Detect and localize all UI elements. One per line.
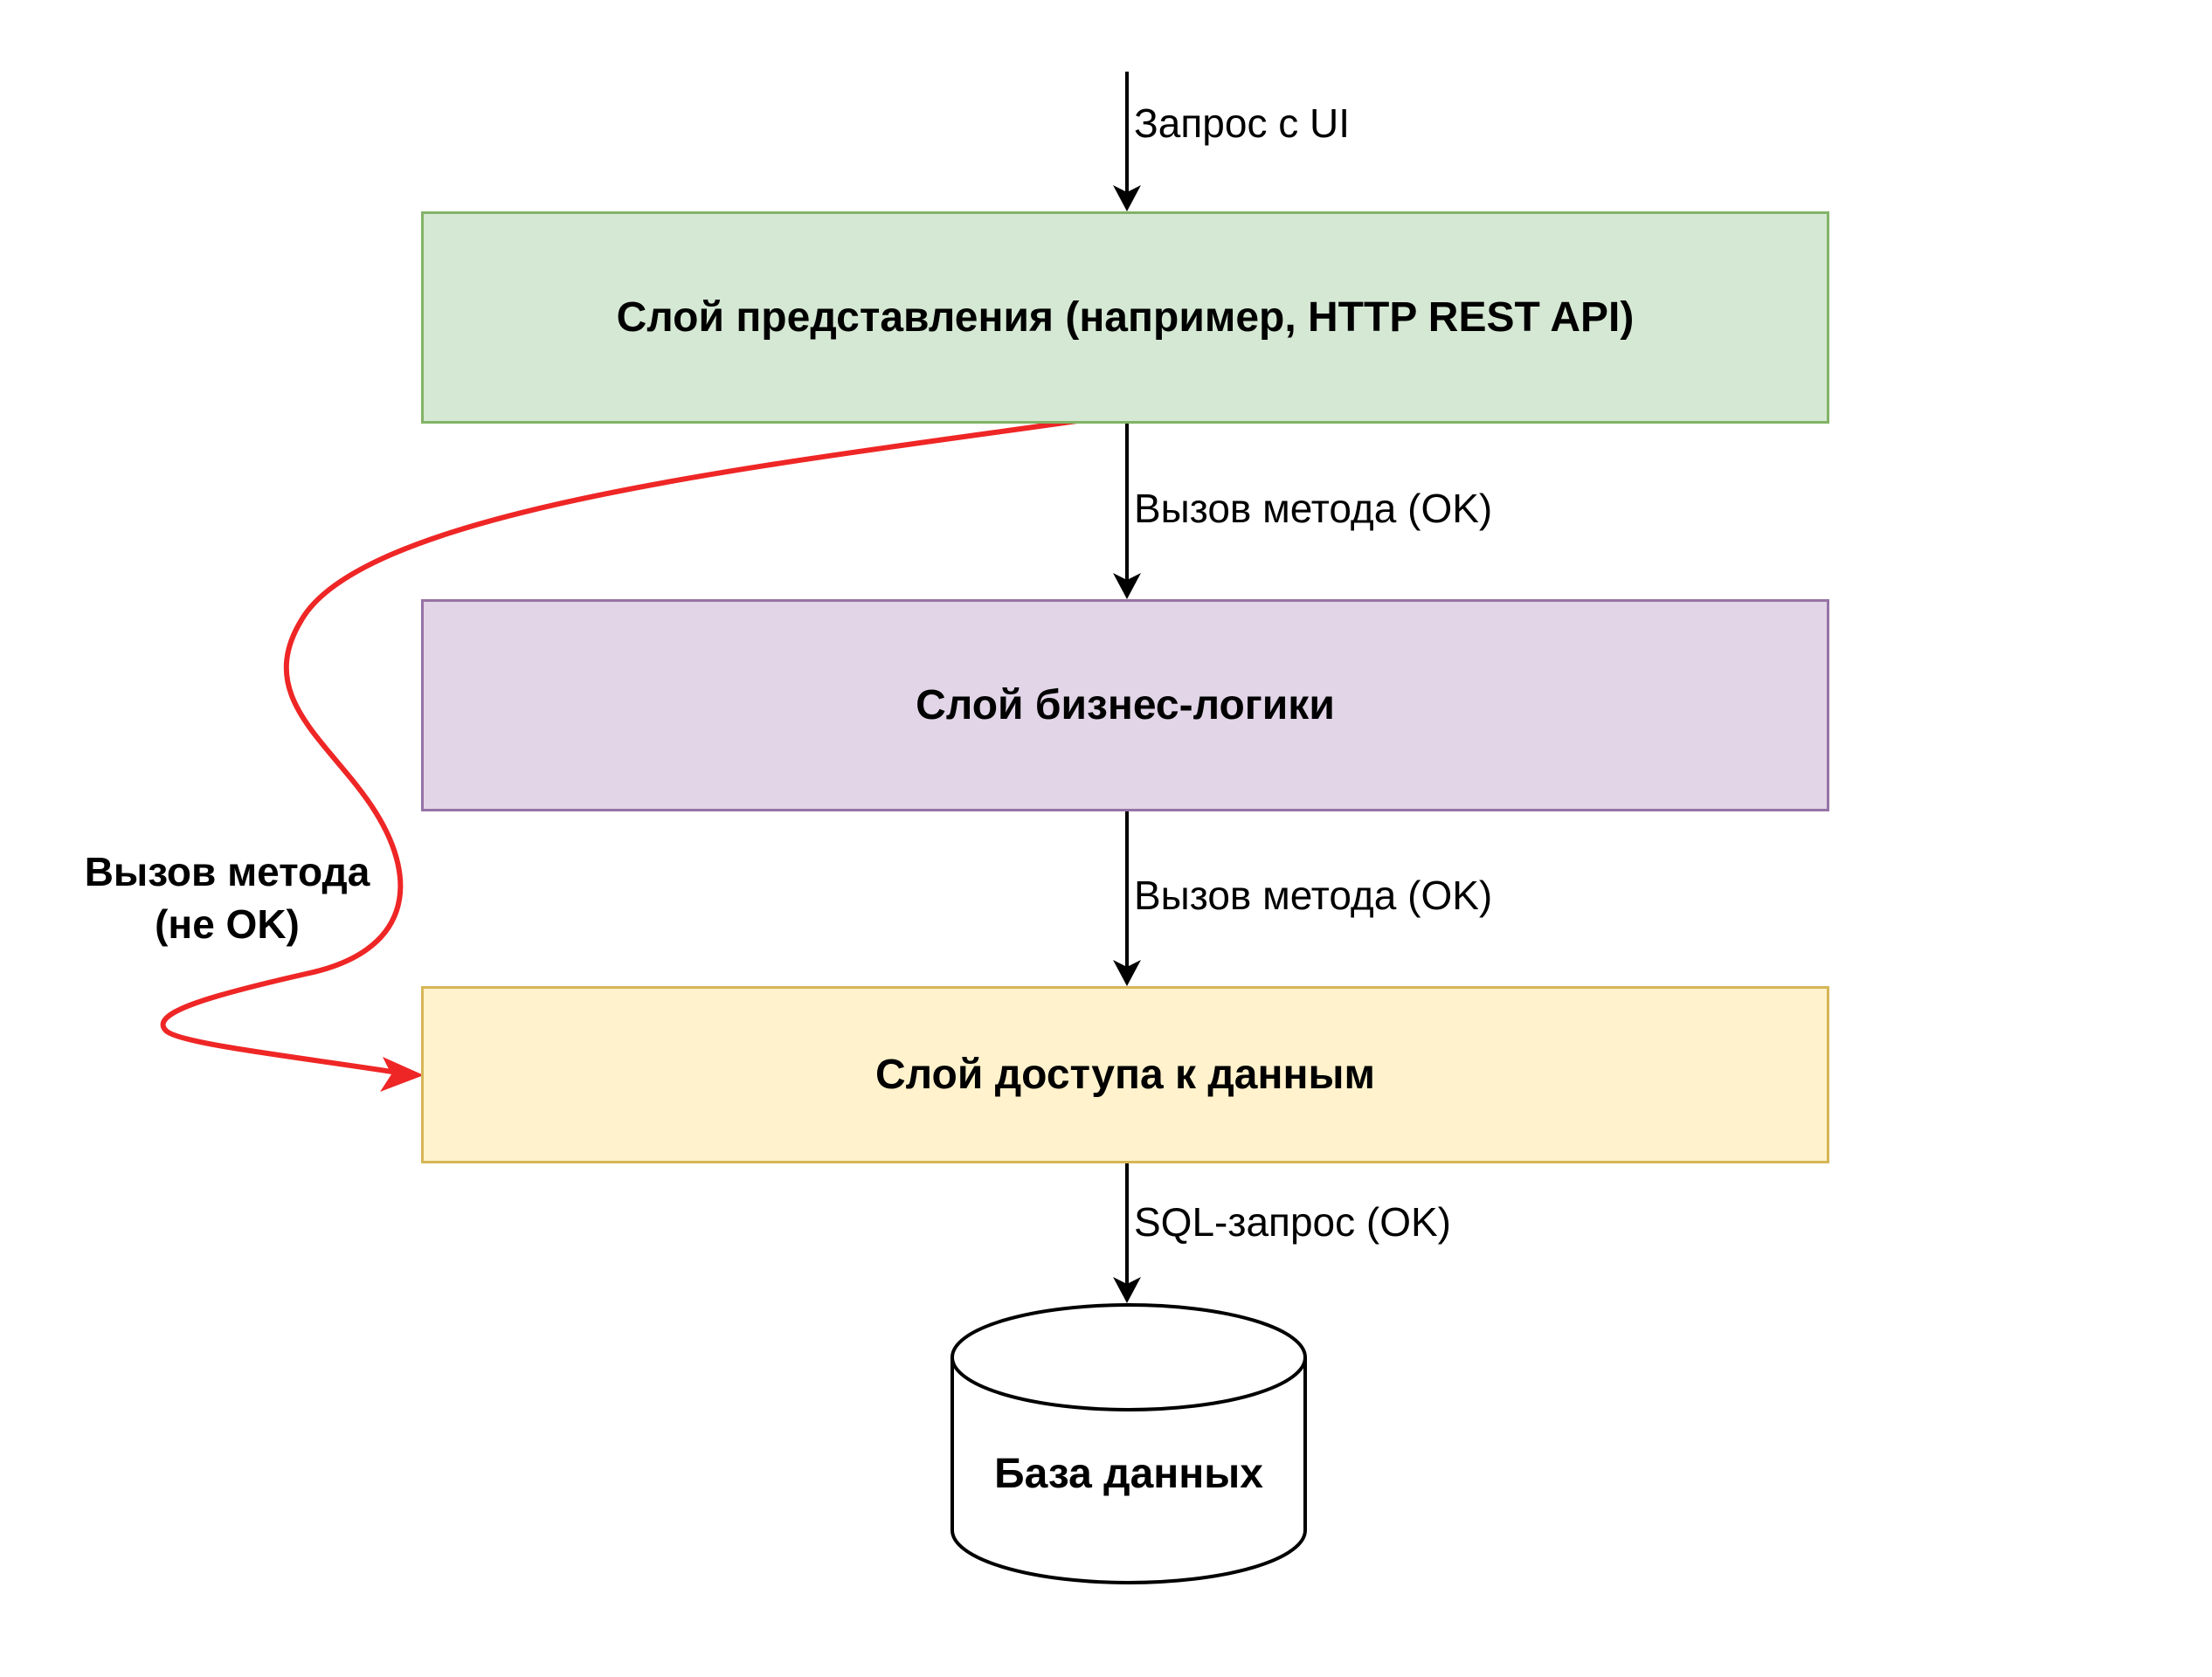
data-access-layer-label: Слой доступа к данным: [875, 1052, 1375, 1098]
business-layer-label: Слой бизнес-логики: [916, 682, 1335, 728]
presentation-to-business-label: Вызов метода (OK): [1134, 486, 1493, 531]
data-to-db-label: SQL-запрос (OK): [1134, 1199, 1451, 1245]
bypass-arrow: [160, 413, 1116, 1092]
database-label: База данных: [994, 1451, 1263, 1497]
business-to-data-arrow: [1113, 811, 1141, 986]
database-cylinder: [950, 1303, 1307, 1584]
business-layer-box: Слой бизнес-логики: [421, 599, 1829, 811]
bypass-label-line-1: Вызов метода: [84, 849, 370, 894]
presentation-layer-label: Слой представления (например, HTTP REST …: [616, 294, 1635, 341]
data-access-layer-box: Слой доступа к данным: [421, 986, 1829, 1163]
presentation-layer-box: Слой представления (например, HTTP REST …: [421, 211, 1829, 424]
data-to-db-arrow: [1113, 1163, 1141, 1303]
ui-request-arrow: [1113, 72, 1141, 211]
presentation-to-business-arrow: [1113, 424, 1141, 599]
bypass-label: Вызов метода (не OK): [35, 845, 419, 950]
bypass-label-line-2: (не OK): [155, 901, 300, 947]
business-to-data-label: Вызов метода (OK): [1134, 873, 1493, 918]
ui-request-label: Запрос с UI: [1134, 100, 1351, 146]
